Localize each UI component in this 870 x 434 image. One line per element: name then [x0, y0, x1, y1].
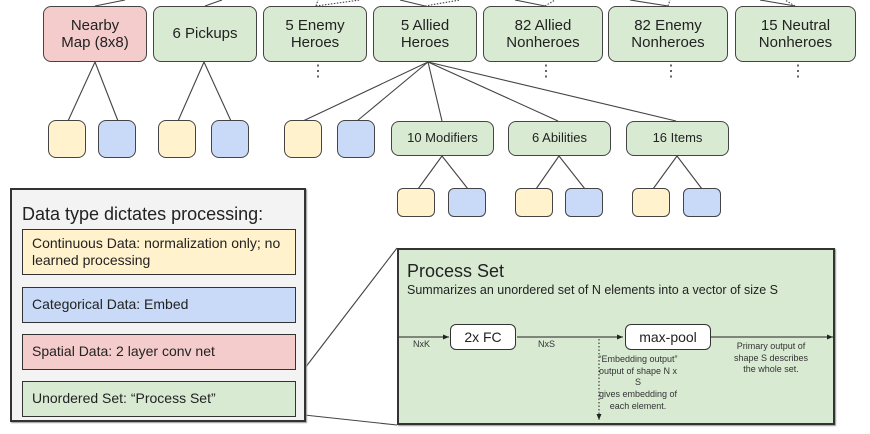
node-label-line2: Nonheroes [506, 34, 580, 51]
edge-nearby-continuous [67, 61, 96, 122]
legend-title: Data type dictates processing: [22, 204, 264, 224]
edge-in-enemy-nonheroes [629, 0, 669, 7]
legend-item-label: Unordered Set: “Process Set” [32, 390, 216, 407]
node-label-line2: Heroes [290, 34, 340, 51]
node-label: 6 Pickups [172, 25, 238, 43]
node-label-line1: 5 Allied [400, 16, 450, 34]
edge-heroes-items [427, 61, 677, 122]
edge-pickups-categorical [203, 61, 232, 122]
edge-heroes-abilities [427, 61, 559, 122]
edge-in-neutral-2 [784, 0, 796, 7]
legend-item-label: Continuous Data: normalization only; no … [32, 234, 281, 269]
max-pool-label: max-pool [639, 329, 697, 345]
legend-item-spatial: Spatial Data: 2 layer conv net [22, 334, 296, 370]
note-line: shape S describes [733, 352, 809, 363]
leaf-categorical [448, 188, 486, 217]
note-line: gives embedding of [598, 389, 678, 400]
leaf-continuous [632, 188, 670, 217]
edge-items-continuous [652, 155, 678, 190]
leaf-continuous [48, 120, 86, 158]
edge-in-enemy-nonheroes-2 [667, 0, 671, 7]
process-set-subtitle: Summarizes an unordered set of N element… [407, 283, 779, 297]
legend-item-label: Categorical Data: Embed [32, 296, 189, 313]
edge-in-enemy-heroes-2 [315, 0, 361, 7]
fc-label: 2x FC [464, 329, 502, 345]
edge-in-pickups [204, 0, 223, 7]
edge-modifiers-categorical [441, 155, 469, 190]
node-label-line1: 82 Allied [514, 16, 572, 34]
leaf-categorical [211, 120, 249, 158]
node-label: 16 Items [652, 130, 703, 146]
edge-pickups-continuous [177, 61, 205, 122]
edge-in-enemy-heroes [315, 0, 319, 7]
leaf-categorical [98, 120, 136, 158]
ellipsis-enemy-nonheroes: ⋮ [663, 63, 679, 80]
note-line: output of shape N x S [598, 365, 678, 388]
ellipsis-neutral-nonheroes: ⋮ [790, 63, 806, 80]
ellipsis-enemy-heroes: ⋮ [310, 63, 326, 80]
edge-heroes-categorical [356, 61, 429, 122]
node-label-line1: 5 Enemy [285, 16, 345, 34]
zoom-line-bottom [294, 413, 398, 426]
note-line: the whole set. [743, 364, 799, 375]
leaf-categorical [683, 188, 721, 217]
edge-in-allied-nonheroes-2 [544, 0, 556, 7]
edge-in-allied-heroes [399, 0, 426, 7]
node-label-line2: Nonheroes [631, 34, 705, 51]
edge-in-nearby [94, 0, 126, 7]
edge-heroes-continuous [302, 61, 429, 122]
edge-nearby-categorical [94, 61, 119, 122]
edge-items-categorical [676, 155, 703, 190]
node-label-line2: Map (8x8) [61, 34, 129, 51]
node-label-line2: Heroes [400, 34, 450, 51]
leaf-continuous [158, 120, 196, 158]
node-label-line1: 15 Neutral [760, 16, 831, 34]
node-abilities: 6 Abilities [508, 121, 611, 156]
primary-output-note: Primary output of shape S describes the … [725, 341, 817, 376]
ellipsis-allied-nonheroes: ⋮ [538, 63, 554, 80]
fc-block: 2x FC [450, 324, 516, 350]
leaf-continuous [515, 188, 553, 217]
legend-item-categorical: Categorical Data: Embed [22, 287, 296, 323]
mid-shape-label: NxS [538, 339, 556, 349]
edge-abilities-continuous [535, 155, 560, 190]
leaf-continuous [284, 120, 322, 158]
embedding-output-note: “Embedding output” output of shape N x S… [595, 354, 681, 412]
edge-abilities-categorical [558, 155, 586, 190]
note-line: “Embedding output” [598, 354, 678, 364]
leaf-categorical [337, 120, 375, 158]
edge-in-allied-nonheroes [514, 0, 546, 7]
note-line: Primary output of [736, 341, 806, 351]
edge-heroes-modifiers [427, 61, 443, 122]
process-set-title: Process Set [407, 261, 505, 281]
max-pool-block: max-pool [625, 324, 711, 350]
zoom-line-top [294, 247, 398, 382]
legend-item-label: Spatial Data: 2 layer conv net [32, 343, 215, 360]
node-label-line1: 82 Enemy [634, 16, 702, 34]
edge-modifiers-continuous [417, 155, 443, 190]
node-label-line1: Nearby [70, 16, 120, 34]
node-label: 6 Abilities [532, 130, 587, 146]
node-label-line2: Nonheroes [758, 34, 833, 51]
leaf-continuous [397, 188, 435, 217]
process-set-panel: Process Set Summarizes an unordered set … [397, 248, 835, 425]
edge-in-neutral [759, 0, 796, 7]
node-modifiers: 10 Modifiers [391, 121, 494, 156]
node-pickups: 6 Pickups [153, 6, 257, 62]
legend: Data type dictates processing: Continuou… [10, 188, 306, 422]
legend-item-continuous: Continuous Data: normalization only; no … [22, 229, 296, 275]
process-set-flow [399, 334, 833, 420]
input-shape-label: NxK [413, 339, 431, 349]
note-line: each element. [609, 400, 667, 411]
node-items: 16 Items [626, 121, 729, 156]
node-label: 10 Modifiers [407, 130, 478, 146]
legend-item-unordered-set: Unordered Set: “Process Set” [22, 381, 296, 417]
leaf-categorical [565, 188, 603, 217]
